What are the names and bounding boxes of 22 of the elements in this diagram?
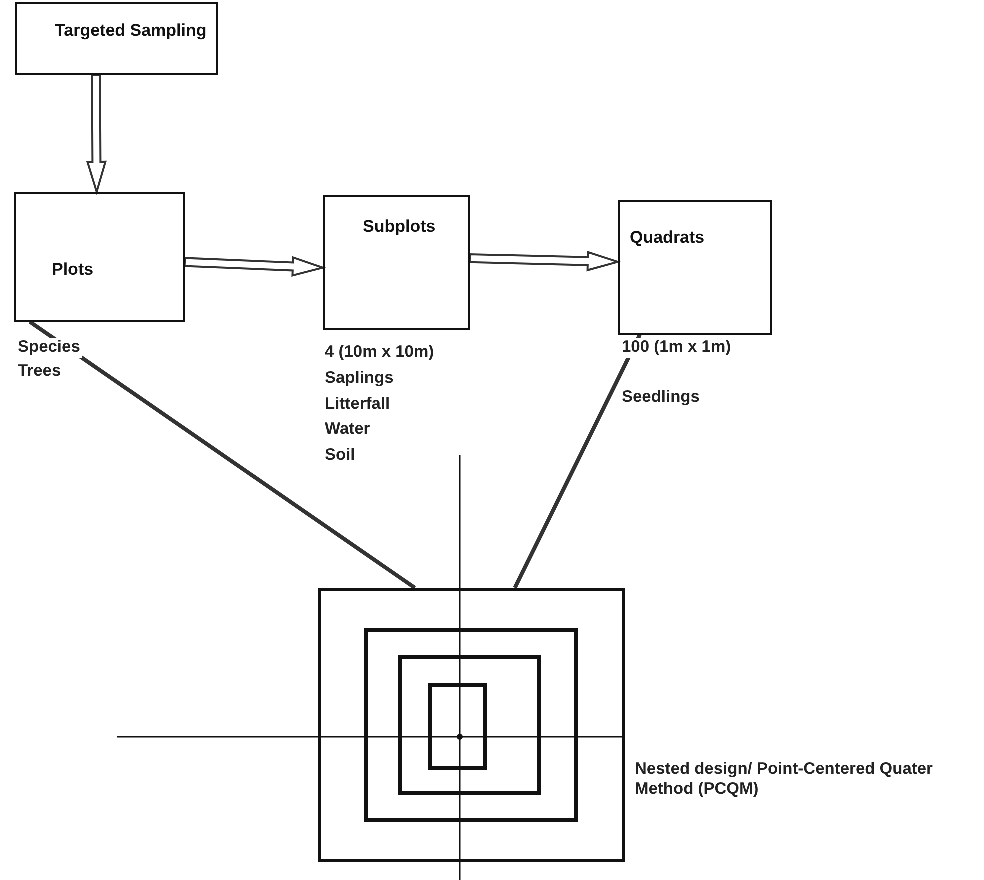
- note-text: Seedlings: [622, 388, 702, 408]
- hollow-arrow: [184, 256, 326, 277]
- square-outline: [364, 628, 578, 822]
- box-label: Targeted Sampling: [55, 21, 207, 41]
- square-outline: [398, 655, 541, 795]
- process-box: [14, 192, 185, 322]
- square-outline: [318, 588, 625, 862]
- process-box: [15, 2, 218, 75]
- process-box: [618, 200, 772, 335]
- box-label: Plots: [52, 260, 94, 280]
- note-text: Saplings: [325, 368, 396, 389]
- process-box: [323, 195, 470, 330]
- hollow-arrow: [86, 74, 108, 196]
- connector-line: [28, 320, 416, 590]
- box-label: Quadrats: [630, 228, 705, 248]
- square-outline: [428, 683, 487, 770]
- box-label: Subplots: [363, 217, 436, 237]
- note-text: 4 (10m x 10m): [325, 343, 436, 363]
- note-text: Species: [18, 338, 82, 358]
- connector-line: [513, 334, 642, 589]
- hollow-arrow: [468, 251, 622, 272]
- note-text: 100 (1m x 1m): [622, 338, 734, 358]
